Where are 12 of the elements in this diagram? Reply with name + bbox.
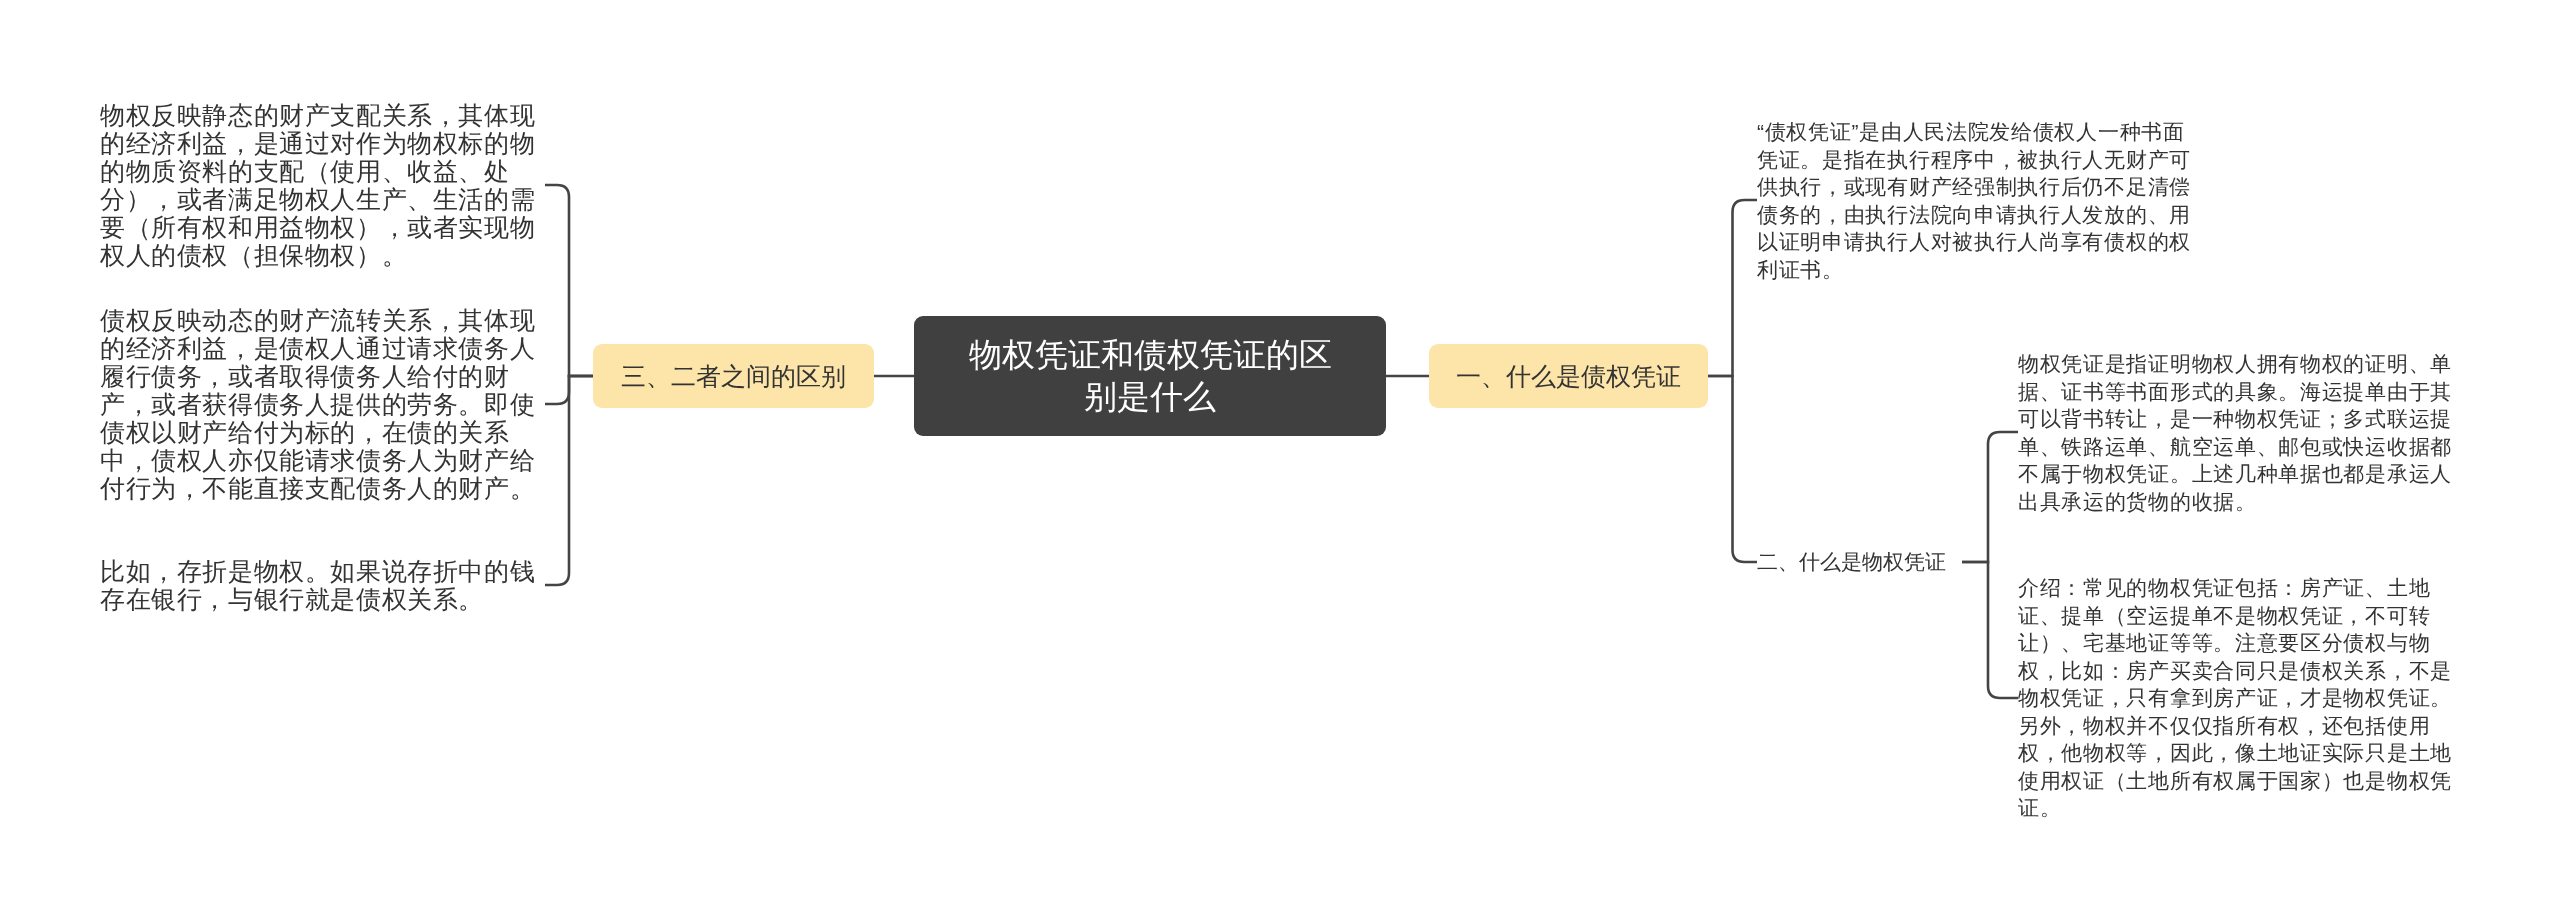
note-text: 物权反映静态的财产支配关系，其体现的经济利益，是通过对作为物权标的物的物质资料的支配（使用、收益、处分），或者满足物权人生产、生活的需要（所有权和用益物权），或者实现物权人的债权（担保物权）。 — [100, 101, 545, 269]
note-text: 债权反映动态的财产流转关系，其体现的经济利益，是债权人通过请求债务人履行债务，或者取得债务人给付的财产，或者获得债务人提供的劳务。即使债权以财产给付为标的，在债的关系中，债权人亦仅能请求债务人为财产给付行为，不能直接支配债务人的财产。 — [100, 306, 545, 502]
branch-box: 三、二者之间的区别 — [593, 344, 874, 408]
connector-line — [874, 374, 914, 378]
connector-line — [1386, 374, 1429, 378]
branch-box: 一、什么是债权凭证 — [1429, 344, 1708, 408]
note-text: 物权凭证是指证明物权人拥有物权的证明、单据、证书等书面形式的具象。海运提单由于其可以背书转让，是一种物权凭证；多式联运提单、铁路运单、航空运单、邮包或快运收据都不属于物权凭证。上述几种单据也都是承运人出具承运的货物的收据。 — [2018, 349, 2463, 515]
note-text: 比如，存折是物权。如果说存折中的钱存在银行，与银行就是债权关系。 — [100, 557, 545, 613]
subtopic-text: 二、什么是物权凭证 — [1757, 548, 1962, 576]
note-text: “债权凭证”是由人民法院发给债权人一种书面凭证。是指在执行程序中，被执行人无财产可供执行，或现有财产经强制执行后仍不足清偿债务的，由执行法院向申请执行人发放的、用以证明申请执行人对被执行人尚享有债权的权利证书。 — [1757, 117, 2202, 283]
note-text: 介绍：常见的物权凭证包括：房产证、土地证、提单（空运提单不是物权凭证，不可转让）、宅基地证等等。注意要区分债权与物权，比如：房产买卖合同只是债权关系，不是物权凭证，只有拿到房产证，才是物权凭证。另外，物权并不仅仅指所有权，还包括使用权，他物权等，因此，像土地证实际只是土地使用权证（土地所有权属于国家）也是物权凭证。 — [2018, 574, 2463, 822]
topic-box: 物权凭证和债权凭证的区别是什么 — [914, 316, 1386, 436]
